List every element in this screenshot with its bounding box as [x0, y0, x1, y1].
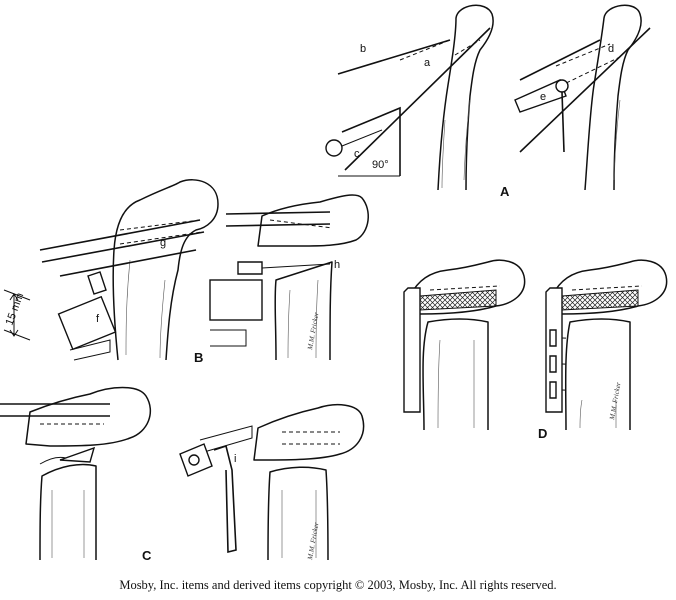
- panel-a-right-femur: [514, 4, 651, 191]
- label-g: g: [160, 237, 166, 249]
- panel-label-c: C: [142, 548, 152, 563]
- label-b: b: [360, 43, 366, 55]
- panel-c-right-femur: [179, 403, 365, 561]
- label-c: c: [354, 148, 360, 160]
- panel-b-left-femur: [39, 179, 219, 361]
- label-d: d: [608, 43, 614, 55]
- jig-f: [57, 295, 117, 351]
- label-e: e: [540, 91, 546, 103]
- panel-label-a: A: [500, 184, 510, 199]
- guide-pin-b: [337, 39, 451, 75]
- label-h: h: [334, 259, 340, 271]
- label-angle: 90°: [372, 159, 389, 171]
- guide-ring-e: [555, 79, 569, 93]
- panel-label-b: B: [194, 350, 203, 365]
- panel-label-d: D: [538, 426, 547, 441]
- panel-a-left-femur: [325, 4, 494, 191]
- resected-wedge: [59, 446, 96, 463]
- panel-b-right-femur: [209, 194, 369, 361]
- guide-pin-a: [344, 27, 491, 171]
- panel-d-left-femur: [403, 259, 526, 431]
- guide-ring-c: [325, 139, 343, 157]
- panel-d-right-femur: [545, 259, 668, 431]
- blade-plate-left: [403, 287, 421, 413]
- measurement-15mm: [3, 289, 31, 341]
- guide-pin-d: [519, 27, 651, 153]
- label-measurement: 15 mm: [4, 291, 27, 327]
- copyright-notice: Mosby, Inc. items and derived items copy…: [119, 578, 557, 592]
- blade-plate-right: [545, 287, 563, 413]
- label-f: f: [96, 313, 100, 325]
- label-a: a: [424, 57, 431, 69]
- panel-c-left-femur: [0, 386, 151, 561]
- label-i: i: [234, 453, 236, 465]
